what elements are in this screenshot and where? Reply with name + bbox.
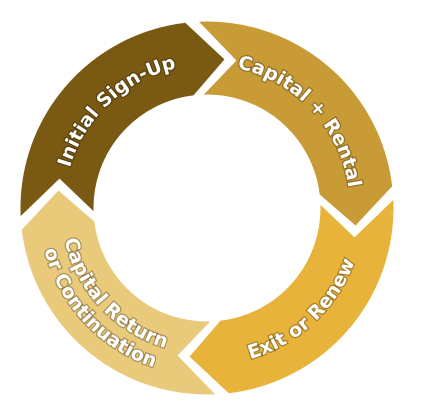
cycle-segments: [17, 18, 397, 398]
cycle-segment: [185, 193, 397, 397]
cycle-segment: [17, 19, 229, 223]
cycle-segment: [18, 186, 222, 398]
cycle-segment: [192, 18, 396, 230]
